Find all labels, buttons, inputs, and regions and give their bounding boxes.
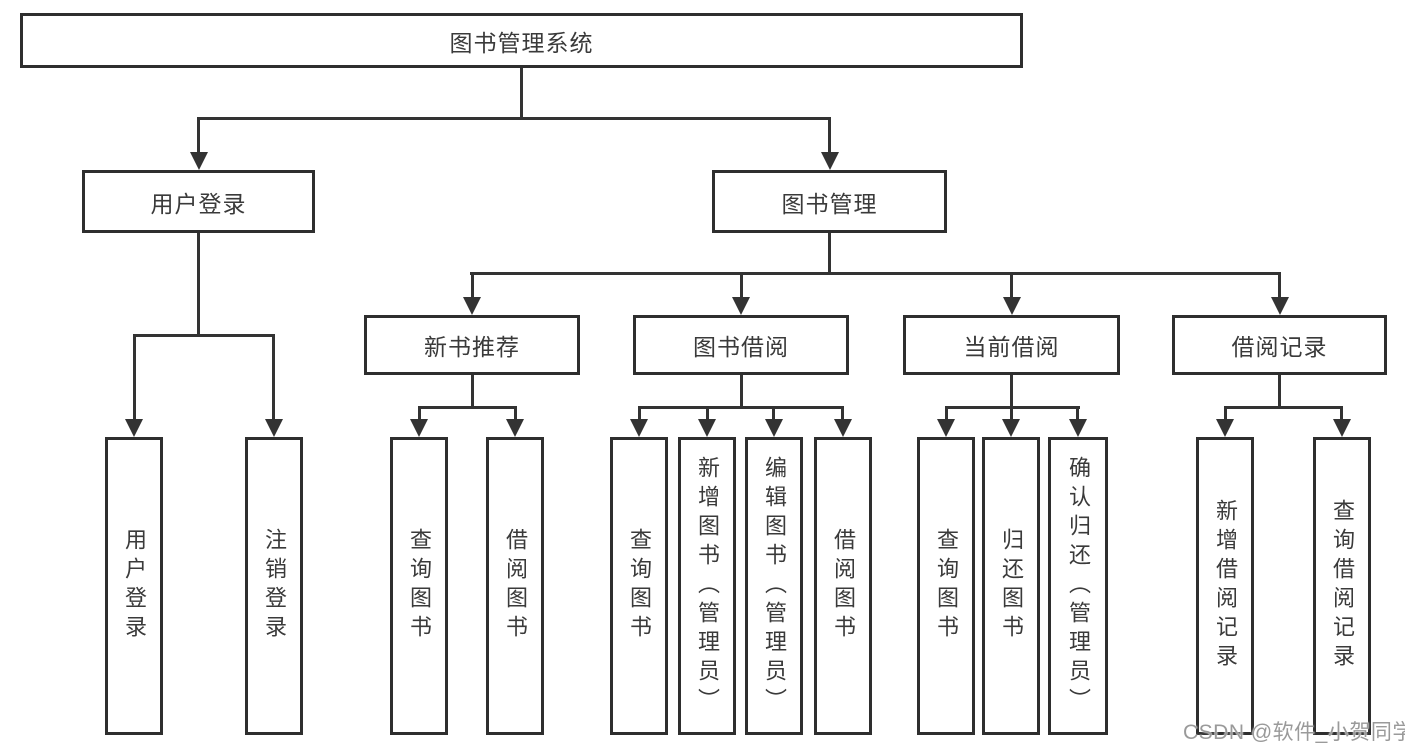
- node-root-label: 图书管理系统: [449, 29, 594, 56]
- node-borrow-records-label: 借阅记录: [1231, 334, 1328, 360]
- connector-line: [133, 334, 275, 337]
- node-leaf-query-books-recommend: 查询图书: [390, 437, 448, 735]
- arrow-down-icon: [698, 419, 716, 437]
- csdn-watermark: CSDN @软件_小贺同学: [1183, 721, 1405, 744]
- arrow-down-icon: [1069, 419, 1087, 437]
- connector-line: [706, 408, 709, 420]
- connector-line: [828, 233, 831, 273]
- node-leaf-confirm-return-admin: 确认归还（管理员）: [1048, 437, 1108, 735]
- connector-line: [772, 408, 775, 420]
- node-leaf-query-borrow-record: 查询借阅记录: [1313, 437, 1371, 735]
- connector-line: [418, 406, 517, 409]
- connector-line: [1224, 406, 1343, 409]
- node-current-borrow-label: 当前借阅: [963, 334, 1060, 360]
- connector-line: [740, 375, 743, 407]
- connector-line: [1278, 273, 1281, 297]
- connector-line: [1010, 273, 1013, 297]
- node-leaf-borrow-books-recommend: 借阅图书: [486, 437, 544, 735]
- node-new-book-recommend-label: 新书推荐: [424, 334, 520, 360]
- node-new-book-recommend: 新书推荐: [364, 315, 580, 375]
- node-book-borrow-label: 图书借阅: [693, 334, 789, 360]
- node-leaf-borrow-books: 借阅图书: [814, 437, 872, 735]
- connector-line: [272, 336, 275, 419]
- node-leaf-return-books-label: 归还图书: [999, 528, 1024, 644]
- connector-line: [471, 375, 474, 407]
- arrow-down-icon: [821, 152, 839, 170]
- connector-line: [1010, 408, 1013, 420]
- arrow-down-icon: [190, 152, 208, 170]
- node-book-management-label: 图书管理: [781, 190, 878, 217]
- connector-line: [1224, 408, 1227, 420]
- node-leaf-query-books-recommend-label: 查询图书: [407, 528, 432, 644]
- arrow-down-icon: [125, 419, 143, 437]
- arrow-down-icon: [765, 419, 783, 437]
- node-leaf-add-borrow-record-label: 新增借阅记录: [1213, 499, 1238, 673]
- connector-line: [197, 118, 200, 152]
- connector-line: [133, 336, 136, 419]
- node-leaf-confirm-return-admin-label: 确认归还（管理员）: [1066, 455, 1091, 717]
- node-leaf-logout-label: 注销登录: [262, 528, 287, 644]
- node-leaf-query-books-current: 查询图书: [917, 437, 975, 735]
- connector-line: [638, 408, 641, 420]
- connector-line: [945, 408, 948, 420]
- connector-line: [638, 406, 844, 409]
- node-user-login: 用户登录: [82, 170, 315, 233]
- node-borrow-records: 借阅记录: [1172, 315, 1387, 375]
- connector-line: [841, 408, 844, 420]
- arrow-down-icon: [630, 419, 648, 437]
- node-leaf-edit-books-admin: 编辑图书（管理员）: [745, 437, 803, 735]
- connector-line: [740, 273, 743, 297]
- node-leaf-add-books-admin-label: 新增图书（管理员）: [695, 455, 720, 717]
- arrow-down-icon: [834, 419, 852, 437]
- connector-line: [1340, 408, 1343, 420]
- arrow-down-icon: [1333, 419, 1351, 437]
- node-leaf-return-books: 归还图书: [982, 437, 1040, 735]
- arrow-down-icon: [265, 419, 283, 437]
- connector-line: [945, 406, 1080, 409]
- node-leaf-query-books-borrow: 查询图书: [610, 437, 668, 735]
- connector-line: [197, 117, 831, 120]
- connector-line: [520, 68, 523, 118]
- arrow-down-icon: [410, 419, 428, 437]
- node-user-login-label: 用户登录: [150, 190, 247, 217]
- connector-line: [197, 233, 200, 335]
- connector-line: [470, 272, 1281, 275]
- node-leaf-edit-books-admin-label: 编辑图书（管理员）: [762, 455, 787, 717]
- connector-line: [1076, 408, 1079, 420]
- node-leaf-borrow-books-recommend-label: 借阅图书: [503, 528, 528, 644]
- connector-line: [1010, 375, 1013, 407]
- node-current-borrow: 当前借阅: [903, 315, 1120, 375]
- arrow-down-icon: [1002, 419, 1020, 437]
- connector-line: [1278, 375, 1281, 407]
- arrow-down-icon: [1216, 419, 1234, 437]
- node-leaf-query-books-current-label: 查询图书: [934, 528, 959, 644]
- node-leaf-add-borrow-record: 新增借阅记录: [1196, 437, 1254, 735]
- connector-line: [514, 408, 517, 420]
- node-leaf-query-books-borrow-label: 查询图书: [627, 528, 652, 644]
- connector-line: [418, 408, 421, 420]
- node-leaf-logout: 注销登录: [245, 437, 303, 735]
- arrow-down-icon: [1003, 297, 1021, 315]
- node-root: 图书管理系统: [20, 13, 1023, 68]
- node-book-management: 图书管理: [712, 170, 947, 233]
- connector-line: [828, 118, 831, 152]
- arrow-down-icon: [937, 419, 955, 437]
- arrow-down-icon: [506, 419, 524, 437]
- arrow-down-icon: [732, 297, 750, 315]
- node-leaf-user-login: 用户登录: [105, 437, 163, 735]
- connector-line: [471, 273, 474, 297]
- node-leaf-add-books-admin: 新增图书（管理员）: [678, 437, 736, 735]
- arrow-down-icon: [463, 297, 481, 315]
- node-leaf-borrow-books-label: 借阅图书: [831, 528, 856, 644]
- node-book-borrow: 图书借阅: [633, 315, 849, 375]
- arrow-down-icon: [1271, 297, 1289, 315]
- node-leaf-user-login-label: 用户登录: [122, 528, 147, 644]
- node-leaf-query-borrow-record-label: 查询借阅记录: [1330, 499, 1355, 673]
